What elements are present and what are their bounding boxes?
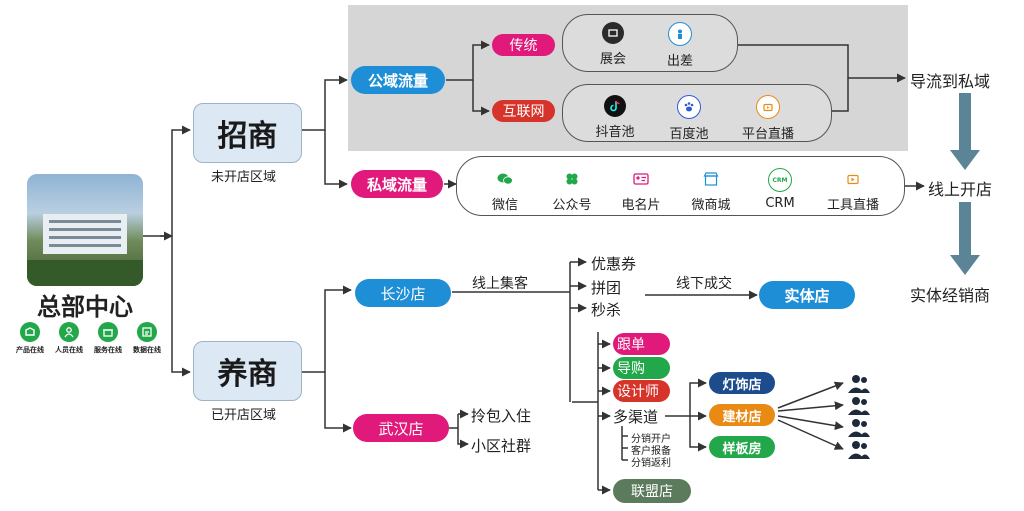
hq-building-image xyxy=(27,174,143,286)
distribution-account-label: 分销开户 xyxy=(631,434,671,445)
shopping-guide-pill: 导购 xyxy=(613,357,670,379)
move-in-ready-label: 拎包入住 xyxy=(471,407,532,425)
tool-live-item: 工具直播 xyxy=(818,168,888,213)
flash-sale-label: 秒杀 xyxy=(591,301,622,319)
people-icon xyxy=(59,322,79,342)
storefront-icon xyxy=(700,168,722,190)
official-account-item: 公众号 xyxy=(537,168,607,213)
clover-icon xyxy=(561,168,583,190)
customers-icon xyxy=(848,418,870,438)
online-store-label: 线上开店 xyxy=(928,180,993,199)
hq-title: 总部中心 xyxy=(37,293,133,321)
douyin-icon xyxy=(604,95,626,117)
douyin-item: 抖音池 xyxy=(580,95,650,140)
changsha-pill: 长沙店 xyxy=(355,279,451,307)
customer-report-label: 客户报备 xyxy=(631,446,671,457)
showroom-pill: 样板房 xyxy=(709,436,775,458)
customers-icon xyxy=(848,396,870,416)
data-icon xyxy=(137,322,157,342)
expo-icon xyxy=(602,22,624,44)
internet-pill: 互联网 xyxy=(492,100,555,122)
service-online-badge: 服务在线 xyxy=(92,322,124,355)
live-tv-icon xyxy=(842,168,864,190)
designer-pill: 设计师 xyxy=(613,380,670,402)
crm-item: CRM CRM xyxy=(745,168,815,211)
distribution-rebate-label: 分销返利 xyxy=(631,458,671,469)
customers-icon xyxy=(848,440,870,460)
live-platform-item: 平台直播 xyxy=(733,95,803,142)
yangshang-caption: 已开店区域 xyxy=(211,408,277,423)
data-online-badge: 数据在线 xyxy=(131,322,163,355)
follow-up-pill: 跟单 xyxy=(613,333,670,355)
staff-online-badge: 人员在线 xyxy=(53,322,85,355)
live-tv-icon xyxy=(756,95,780,119)
traditional-group xyxy=(562,14,738,72)
traditional-pill: 传统 xyxy=(492,34,555,56)
building-materials-store-pill: 建材店 xyxy=(709,404,775,426)
multi-channel-label: 多渠道 xyxy=(613,408,659,426)
id-card-icon xyxy=(630,168,652,190)
expo-item: 展会 xyxy=(578,22,648,67)
baidu-item: 百度池 xyxy=(654,95,724,142)
private-traffic-group xyxy=(456,156,905,216)
zhaoshang-caption: 未开店区域 xyxy=(211,170,277,185)
private-traffic-pill: 私域流量 xyxy=(351,170,443,198)
community-group-label: 小区社群 xyxy=(471,437,532,455)
wechat-item: 微信 xyxy=(470,168,540,213)
wechat-icon xyxy=(494,168,516,190)
hq-badges: 产品在线 人员在线 服务在线 数据在线 xyxy=(14,322,164,362)
zhaoshang-box: 招商 xyxy=(193,103,302,163)
micro-mall-item: 微商城 xyxy=(676,168,746,213)
online-acquisition-label: 线上集客 xyxy=(472,276,528,292)
yangshang-box: 养商 xyxy=(193,341,302,401)
to-private-label: 导流到私域 xyxy=(910,72,991,91)
baidu-paw-icon xyxy=(677,95,701,119)
e-card-item: 电名片 xyxy=(606,168,676,213)
customers-icon xyxy=(848,374,870,394)
business-trip-item: 出差 xyxy=(645,22,715,69)
group-buy-label: 拼团 xyxy=(591,279,622,297)
offline-deal-label: 线下成交 xyxy=(676,276,732,292)
physical-dealer-label: 实体经销商 xyxy=(910,286,991,305)
coupon-label: 优惠券 xyxy=(591,255,637,273)
public-traffic-pill: 公域流量 xyxy=(351,66,445,94)
physical-store-pill: 实体店 xyxy=(759,281,855,309)
wuhan-pill: 武汉店 xyxy=(353,414,449,442)
alliance-store-pill: 联盟店 xyxy=(613,479,691,503)
traveler-icon xyxy=(668,22,692,46)
product-icon xyxy=(20,322,40,342)
product-online-badge: 产品在线 xyxy=(14,322,46,355)
crm-icon: CRM xyxy=(768,168,792,192)
lighting-store-pill: 灯饰店 xyxy=(709,372,775,394)
shop-icon xyxy=(98,322,118,342)
